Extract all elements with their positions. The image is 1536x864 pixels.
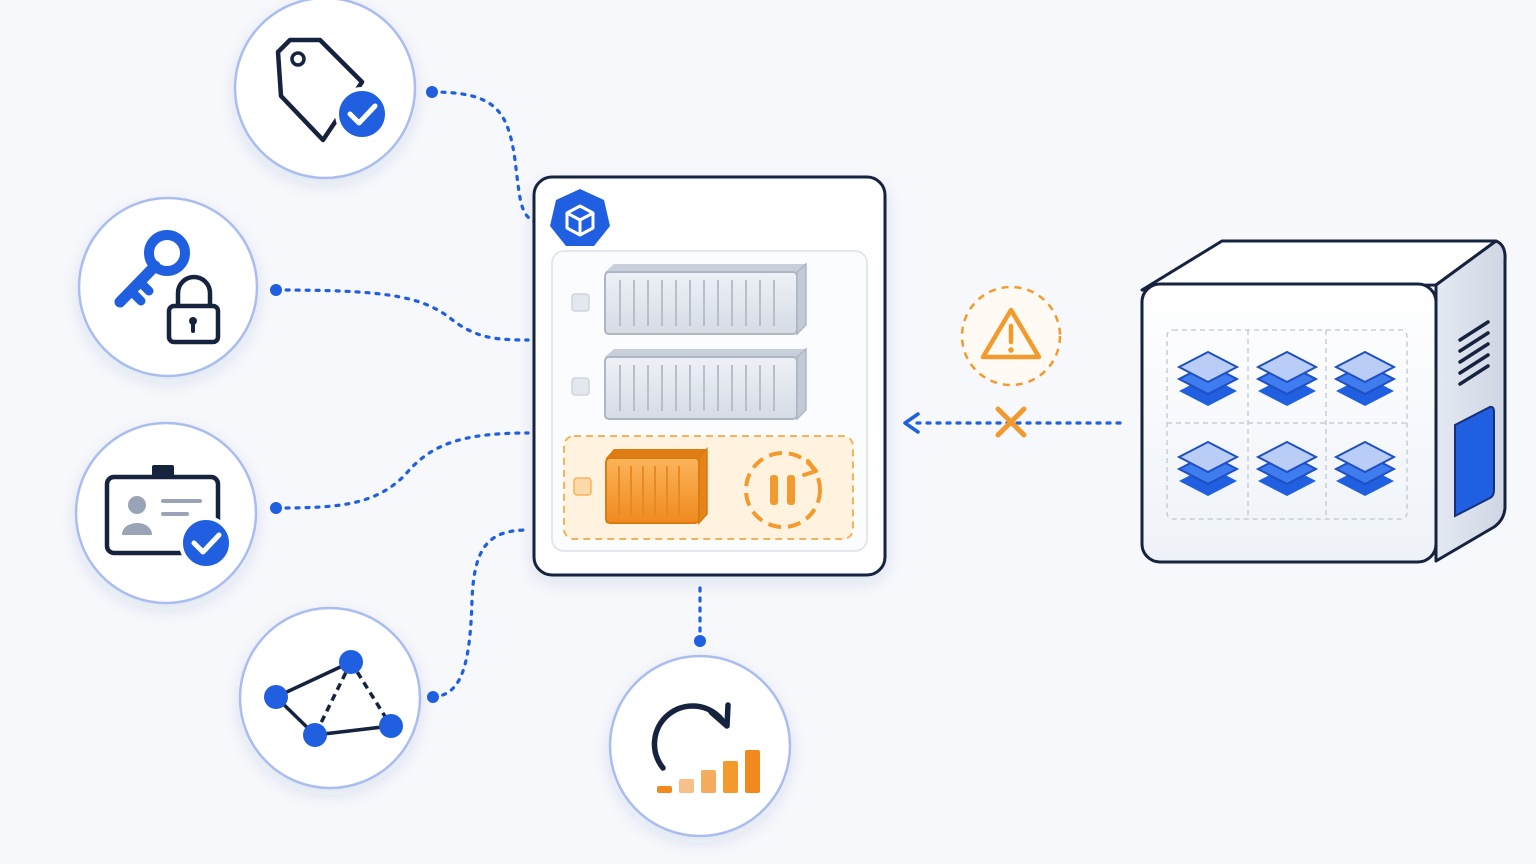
feature-circle-graph [238, 606, 422, 790]
registry-image-grid [1166, 329, 1408, 520]
price-tag-verified-icon [275, 37, 389, 143]
connector-tag-to-node [430, 90, 537, 224]
feature-circle-tag [233, 0, 417, 180]
connector-dots [270, 86, 706, 703]
cluster-node-panel [532, 175, 887, 577]
connector-badge-to-node [274, 431, 530, 510]
kubernetes-cube-hex-icon [550, 189, 610, 246]
network-graph-icon [264, 650, 403, 747]
feature-circle-badge [74, 421, 258, 605]
feature-circle-key [77, 196, 259, 378]
warning-badge [960, 285, 1062, 387]
registry-vent [1458, 320, 1490, 386]
registry-server [1140, 239, 1507, 564]
registry-side [1434, 239, 1507, 563]
x-cross-icon [995, 406, 1027, 438]
container-row-2 [571, 347, 807, 421]
pause-restart-icon [744, 451, 822, 529]
arrow-head [903, 412, 920, 434]
connector-graph-to-node [431, 528, 530, 699]
connector-lines [274, 90, 1122, 699]
container-row-paused [563, 435, 854, 540]
registry-side-panel [1454, 405, 1495, 518]
container-row-1 [571, 262, 807, 336]
warning-triangle-icon [980, 307, 1042, 360]
refresh-scaling-bars-icon [651, 702, 760, 793]
feature-circle-scaling [608, 654, 792, 838]
connector-key-to-node [274, 288, 530, 342]
key-and-lock-icon [114, 230, 221, 345]
id-badge-verified-icon [104, 465, 233, 570]
